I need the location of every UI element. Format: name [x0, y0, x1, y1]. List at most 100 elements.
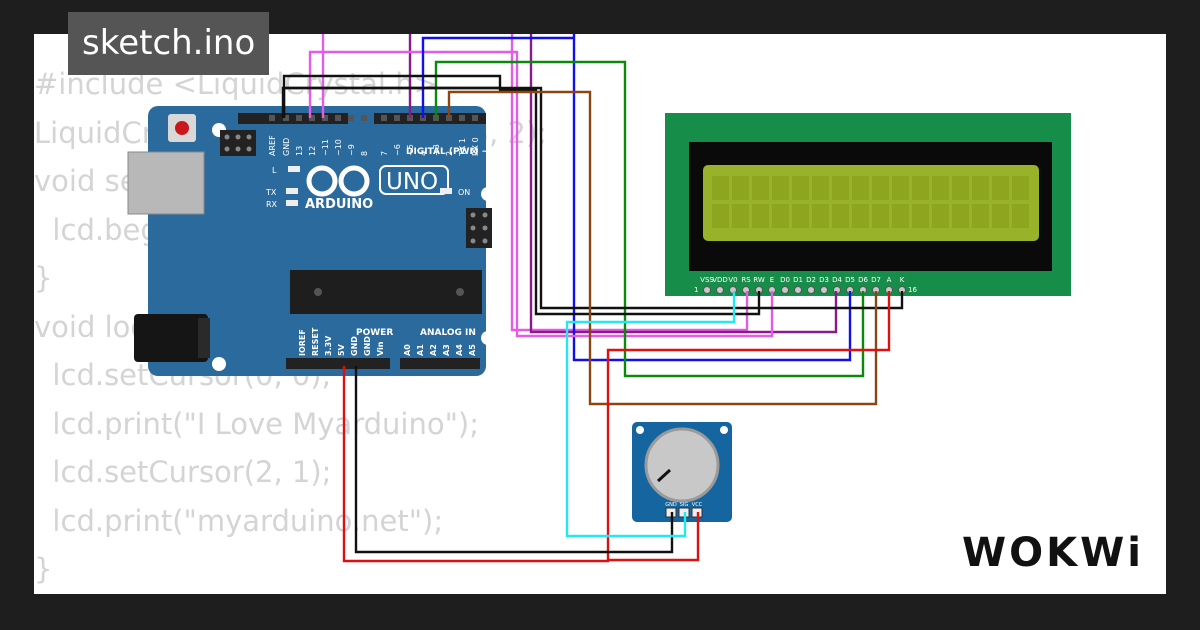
top-pin-label: AREF — [268, 135, 277, 156]
lcd-pin-label: A — [887, 276, 892, 284]
file-tab[interactable]: sketch.ino — [68, 12, 270, 75]
lcd-pin[interactable] — [703, 286, 711, 294]
lcd-cell — [1012, 176, 1029, 200]
top-pin-label: ~6 — [393, 144, 402, 156]
lcd-pin-label: K — [900, 276, 905, 284]
reset-button-cap[interactable] — [175, 121, 189, 135]
header-pin-hole[interactable] — [269, 115, 275, 121]
header-pin-hole[interactable] — [381, 115, 387, 121]
lcd-cell — [852, 204, 869, 228]
led-on-label: ON — [458, 188, 470, 197]
lcd-pin-label: V0 — [728, 276, 737, 284]
lcd-pin[interactable] — [820, 286, 828, 294]
power-pin-label: IOREF — [298, 329, 307, 356]
lcd-cell — [752, 176, 769, 200]
header-pin-hole[interactable] — [283, 115, 289, 121]
top-pin-label: 12 — [308, 146, 317, 156]
wire-green — [434, 60, 865, 378]
lcd-pin[interactable] — [807, 286, 815, 294]
lcd-cell — [712, 204, 729, 228]
led-l — [288, 166, 300, 172]
lcd-pin-label: D6 — [858, 276, 868, 284]
led-l-label: L — [272, 166, 277, 175]
top-pin-label: 8 — [360, 151, 369, 156]
wire-brown — [447, 90, 878, 406]
code-line: } — [34, 552, 53, 586]
lcd-pin-label: D0 — [780, 276, 790, 284]
code-line: } — [34, 261, 53, 295]
lcd-pin[interactable] — [716, 286, 724, 294]
lcd-cell — [992, 204, 1009, 228]
lcd-cell — [952, 204, 969, 228]
lcd-cell — [712, 176, 729, 200]
mount-hole — [720, 426, 728, 434]
top-pin-label: GND — [282, 138, 291, 156]
top-pin-label: ~3 — [432, 144, 441, 156]
lcd-cell — [772, 176, 789, 200]
analog-label: ANALOG IN — [420, 328, 476, 338]
led-rx — [286, 200, 298, 206]
pot-pin-label: SIG — [680, 502, 689, 508]
lcd-pin[interactable] — [794, 286, 802, 294]
lcd-character-grid — [712, 176, 1029, 228]
lcd-pin-label: D5 — [845, 276, 855, 284]
lcd-pin-label: RW — [753, 276, 765, 284]
lcd-cell — [812, 176, 829, 200]
lcd-cell — [1012, 204, 1029, 228]
lcd-pin-label: RS — [741, 276, 751, 284]
lcd-cell — [872, 204, 889, 228]
pot-knob-indicator — [656, 468, 672, 483]
icsp-header-2 — [466, 208, 492, 248]
lcd-cell — [892, 204, 909, 228]
wire-red-1 — [342, 291, 891, 563]
mount-hole — [481, 331, 495, 345]
header-pin-hole[interactable] — [348, 115, 354, 121]
lcd-cell — [972, 204, 989, 228]
lcd-cell — [832, 176, 849, 200]
lcd-pin-label: VSS — [700, 276, 714, 284]
top-pin-label: ~9 — [347, 144, 356, 156]
lcd-cell — [972, 176, 989, 200]
led-tx — [286, 188, 298, 194]
lcd-pin-label: E — [770, 276, 774, 284]
lcd-pin-label: D3 — [819, 276, 829, 284]
lcd-pin[interactable] — [781, 286, 789, 294]
header-pin-hole[interactable] — [309, 115, 315, 121]
header-pin-hole[interactable] — [322, 115, 328, 121]
pot-pin-label: VCC — [692, 502, 703, 508]
power-pin-label: GND — [350, 336, 359, 356]
wokwi-logo: WOKWi — [962, 530, 1144, 576]
mount-hole — [481, 187, 495, 201]
lcd-pin-label: D4 — [832, 276, 842, 284]
power-label: POWER — [356, 328, 393, 338]
lcd-cell — [832, 204, 849, 228]
top-pin-label: RX 0 — [471, 137, 480, 156]
header-pin-hole[interactable] — [296, 115, 302, 121]
analog-pin-label: A3 — [442, 344, 451, 356]
chip-notch — [314, 288, 322, 296]
top-pin-label: 13 — [295, 146, 304, 156]
lcd-cell — [912, 204, 929, 228]
wire-cyan — [565, 291, 736, 538]
analog-pin-label: A1 — [416, 344, 425, 356]
header-pin-hole[interactable] — [335, 115, 341, 121]
header-pin-hole[interactable] — [394, 115, 400, 121]
top-pin-label: 7 — [380, 151, 389, 156]
top-pin-label: ~10 — [334, 139, 343, 156]
lcd-pin-label: D7 — [871, 276, 881, 284]
top-header-left — [238, 113, 348, 124]
header-pin-hole[interactable] — [361, 115, 367, 121]
header-pin-hole[interactable] — [459, 115, 465, 121]
analog-pin-label: A0 — [403, 344, 412, 356]
uno-model-text: UNO — [386, 169, 438, 195]
lcd-cell — [732, 176, 749, 200]
pot-knob[interactable] — [644, 427, 720, 503]
power-pin-label: 3.3V — [324, 335, 333, 356]
top-pin-label: ~5 — [406, 144, 415, 156]
header-pin-hole[interactable] — [472, 115, 478, 121]
